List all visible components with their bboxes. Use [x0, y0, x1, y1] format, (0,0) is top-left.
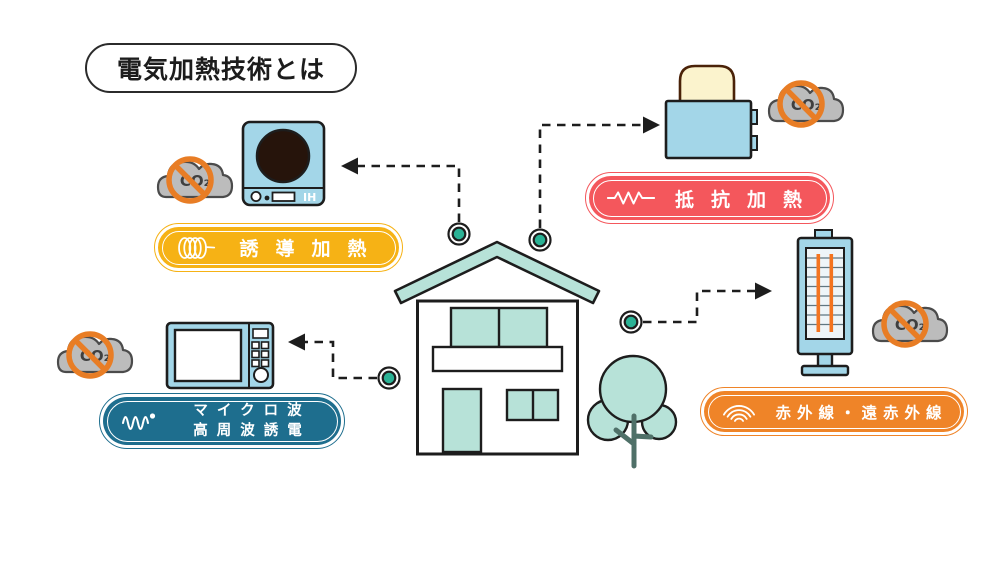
no-co2-badge-induction: CO₂: [156, 156, 234, 204]
prohibition-icon: [881, 300, 929, 348]
house-illustration: [393, 240, 601, 456]
arrow-to-ih-cooktop: [356, 164, 461, 222]
label-infrared-fill: 赤外線・遠赤外線: [704, 391, 964, 432]
arrowhead-ih: [341, 157, 358, 175]
heater-stand-base: [800, 364, 850, 377]
microwave-illustration: [165, 321, 275, 390]
no-co2-badge-microwave: CO₂: [56, 331, 134, 379]
label-induction-text: 誘導加熱: [239, 238, 384, 260]
arrow-to-heater: [643, 289, 755, 324]
label-microwave-line2: 高周波誘電: [193, 423, 311, 439]
toaster-bread: [678, 64, 736, 112]
microwave-window: [173, 328, 243, 383]
connector-dot: [619, 310, 643, 334]
label-induction-heating: 誘導加熱: [154, 223, 403, 272]
ih-logo-text: IH: [303, 191, 316, 204]
label-microwave-lines: マイクロ波 高周波誘電: [171, 401, 329, 442]
heater-element-right: [829, 254, 834, 332]
cloud-shape: [871, 304, 949, 343]
arrow-to-microwave: [305, 340, 377, 380]
microwave-buttons: [251, 341, 270, 368]
page-title: 電気加熱技術とは: [85, 43, 357, 93]
label-resistance-text: 抵抗加熱: [675, 188, 820, 211]
prohibition-icon: [777, 80, 825, 128]
tree-trunk: [613, 413, 654, 469]
tree-foliage-top: [598, 354, 668, 424]
connector-dot: [447, 222, 471, 246]
heater-grill-lines: [807, 257, 843, 326]
label-resistance-fill: 抵抗加熱: [589, 176, 830, 220]
connector-dot: [528, 228, 552, 252]
connection-arrows: [305, 123, 755, 380]
arrowhead-microwave: [288, 333, 305, 351]
label-microwave-fill: マイクロ波 高周波誘電: [103, 397, 341, 445]
resistor-icon: [607, 189, 655, 207]
microwave-wave-icon: [121, 407, 159, 435]
heater-illustration: [796, 229, 854, 377]
ih-knob: [250, 190, 262, 202]
page-title-text: 電気加熱技術とは: [116, 55, 325, 84]
cloud-shape: [767, 84, 845, 123]
tree-illustration: [586, 354, 678, 469]
label-infrared: 赤外線・遠赤外線: [700, 387, 968, 436]
no-co2-badge-infrared: CO₂: [871, 300, 949, 348]
heater-element-left: [816, 254, 821, 332]
ih-burner: [255, 128, 311, 184]
label-infrared-text: 赤外線・遠赤外線: [775, 403, 948, 422]
cloud-shape: [156, 160, 234, 199]
house-roof: [393, 240, 601, 305]
no-co2-badges: CO₂ CO₂ CO₂ CO₂: [56, 80, 949, 379]
toaster-illustration: [664, 64, 758, 160]
connector-dot: [377, 366, 401, 390]
no-co2-badge-resistance: CO₂: [767, 80, 845, 128]
ih-indicator-dot: [264, 195, 270, 201]
arrow-to-toaster: [538, 123, 643, 228]
microwave-display: [252, 328, 269, 339]
label-induction-fill: 誘導加熱: [158, 227, 399, 268]
heater-panel: [805, 247, 845, 340]
ih-cooktop-illustration: IH: [241, 120, 326, 207]
label-microwave-line1: マイクロ波: [193, 402, 311, 419]
arrowhead-toaster: [643, 116, 660, 134]
house-balcony: [431, 345, 564, 373]
label-resistance-heating: 抵抗加熱: [585, 172, 834, 224]
ih-display: [271, 191, 296, 202]
microwave-knob: [253, 367, 269, 383]
prohibition-icon: [66, 331, 114, 379]
label-microwave-dielectric: マイクロ波 高周波誘電: [99, 393, 345, 449]
prohibition-icon: [166, 156, 214, 204]
toaster-body: [664, 99, 753, 160]
infrared-radiation-icon: [722, 399, 756, 425]
house-door: [441, 387, 483, 454]
arrowheads: [288, 116, 772, 351]
connector-dots: [377, 222, 643, 390]
arrowhead-heater: [755, 282, 772, 300]
induction-coil-icon: [176, 235, 216, 261]
cloud-shape: [56, 335, 134, 374]
